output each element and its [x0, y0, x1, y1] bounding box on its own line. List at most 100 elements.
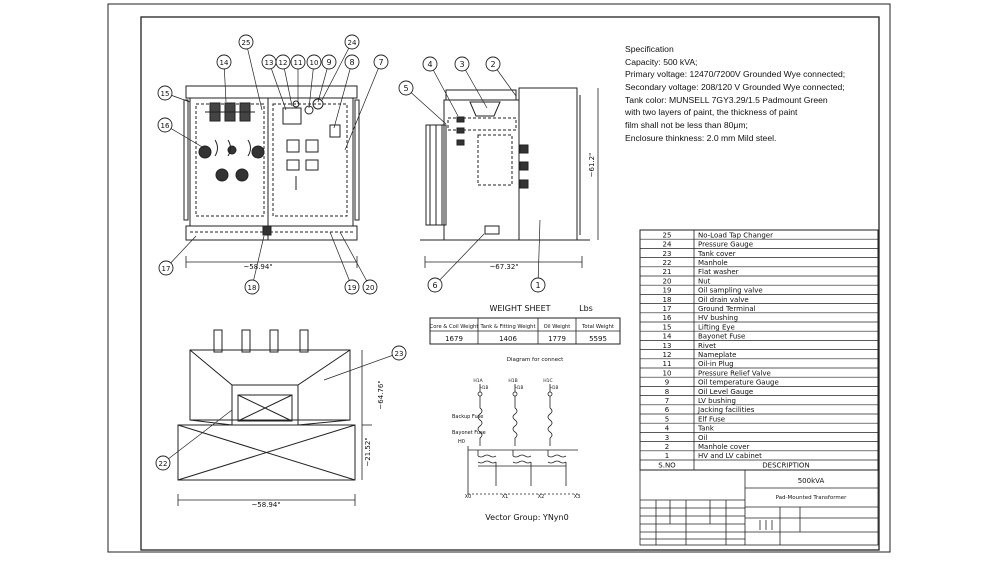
callout-label: 12 [279, 59, 288, 67]
title-name: Pad-Mounted Transformer [776, 495, 848, 501]
parts-no: 15 [663, 323, 672, 331]
parts-no: 22 [663, 259, 672, 267]
weight-header-total: Total Weight [581, 324, 614, 330]
callout-label: 17 [162, 265, 171, 273]
callout-label: 24 [348, 39, 357, 47]
inner-border [140, 16, 880, 551]
top-dimensions [177, 350, 372, 506]
callout-label: 8 [349, 58, 354, 67]
callout-label: 13 [265, 59, 274, 67]
callout-2: 2 [485, 56, 517, 97]
callout-label: 16 [161, 122, 170, 130]
parts-desc: Oil Level Gauge [698, 388, 753, 396]
weight-value-core: 1679 [445, 335, 463, 343]
connection-diagram-title: Diagram for connect [507, 357, 564, 363]
parts-desc: Nut [698, 277, 711, 285]
parts-desc: Tank cover [697, 250, 736, 258]
callout-11: 11 [290, 54, 306, 104]
hv-label-b: H1B [508, 378, 517, 384]
parts-desc: Elf Fuse [698, 415, 725, 423]
top-width-dim: ~58.94" [251, 501, 280, 509]
callout-label: 10 [310, 59, 319, 67]
parts-no: 17 [663, 305, 672, 313]
callout-label: 11 [294, 59, 303, 67]
spec-line: with two layers of paint, the thickness … [625, 107, 798, 118]
parts-no: 3 [665, 434, 669, 442]
spec-line: film shall not be less than 80μm; [625, 120, 748, 131]
parts-desc: Ground Terminal [698, 305, 756, 313]
callout-3: 3 [454, 56, 488, 109]
parts-desc: Oil [698, 434, 707, 442]
callout-7: 7 [344, 54, 389, 151]
parts-row: 19 Oil sampling valve [640, 284, 878, 295]
parts-no: 13 [663, 342, 672, 350]
callout-22: 22 [155, 409, 233, 471]
parts-no: 4 [665, 425, 670, 433]
callout-label: 9 [326, 58, 331, 67]
weight-sheet-title: WEIGHT SHEET [489, 304, 550, 313]
spec-line: Enclosure thinkness: 2.0 mm Mild steel. [625, 132, 777, 143]
parts-no: 11 [663, 360, 672, 368]
parts-row: 22 Manhole [640, 257, 878, 267]
connection-diagram: Diagram for connect H1A H1B H1C H1B H1B … [452, 357, 580, 522]
top-depth-dim: ~64.76" [377, 380, 385, 409]
callout-label: 6 [432, 281, 437, 290]
callout-label: 5 [403, 84, 408, 93]
side-width-dim: ~67.32" [489, 263, 518, 271]
weight-sheet: WEIGHT SHEET Lbs Core & Coil Weight Tank… [429, 304, 621, 345]
parts-desc: HV bushing [698, 314, 738, 322]
callout-20: 20 [339, 231, 378, 295]
parts-no: 9 [665, 379, 669, 387]
parts-row: 15 Lifting Eye [640, 321, 878, 331]
callout-label: 14 [220, 59, 229, 67]
top-view [177, 329, 356, 481]
callout-16: 16 [157, 117, 205, 149]
parts-header-desc: DESCRIPTION [762, 462, 809, 470]
callout-label: 22 [159, 460, 168, 468]
weight-header-tank: Tank & Fitting Weight [480, 324, 536, 330]
callout-25: 25 [238, 34, 263, 111]
bayonet-fuse-label: Bayonet Fuse [452, 430, 486, 436]
spec-line: Primary voltage: 12470/7200V Grounded Wy… [625, 69, 846, 80]
callout-1: 1 [530, 219, 546, 293]
title-rating: 500kVA [798, 477, 825, 485]
parts-desc: Manhole [698, 259, 728, 267]
parts-desc: Oil-in Plug [698, 360, 734, 368]
callout-label: 20 [366, 284, 375, 292]
parts-desc: Lifting Eye [698, 323, 735, 331]
title-block [639, 469, 879, 546]
parts-no: 18 [663, 296, 672, 304]
callout-6: 6 [427, 233, 485, 293]
callout-label: 1 [535, 281, 540, 290]
hv-label-c: H1C [543, 378, 552, 384]
parts-desc: LV bushing [698, 397, 736, 405]
hv-sub-a: H1B [480, 385, 489, 390]
parts-no: 19 [663, 287, 672, 295]
parts-row: 9 Oil temperature Gauge [640, 376, 878, 387]
parts-no: 25 [663, 231, 672, 239]
lv-label-x1: X1 [502, 494, 509, 500]
parts-no: 8 [665, 388, 669, 396]
parts-no: 12 [663, 351, 672, 359]
lv-label-x2: X2 [538, 494, 545, 500]
weight-sheet-unit: Lbs [579, 304, 593, 313]
lv-label-x0: X0 [465, 494, 472, 500]
parts-no: 14 [663, 333, 672, 341]
parts-no: 5 [665, 415, 669, 423]
parts-desc: Oil temperature Gauge [698, 379, 779, 387]
side-dimensions [424, 88, 599, 268]
callout-label: 7 [378, 58, 383, 67]
parts-desc: Oil sampling valve [698, 287, 763, 295]
callout-label: 23 [395, 350, 404, 358]
